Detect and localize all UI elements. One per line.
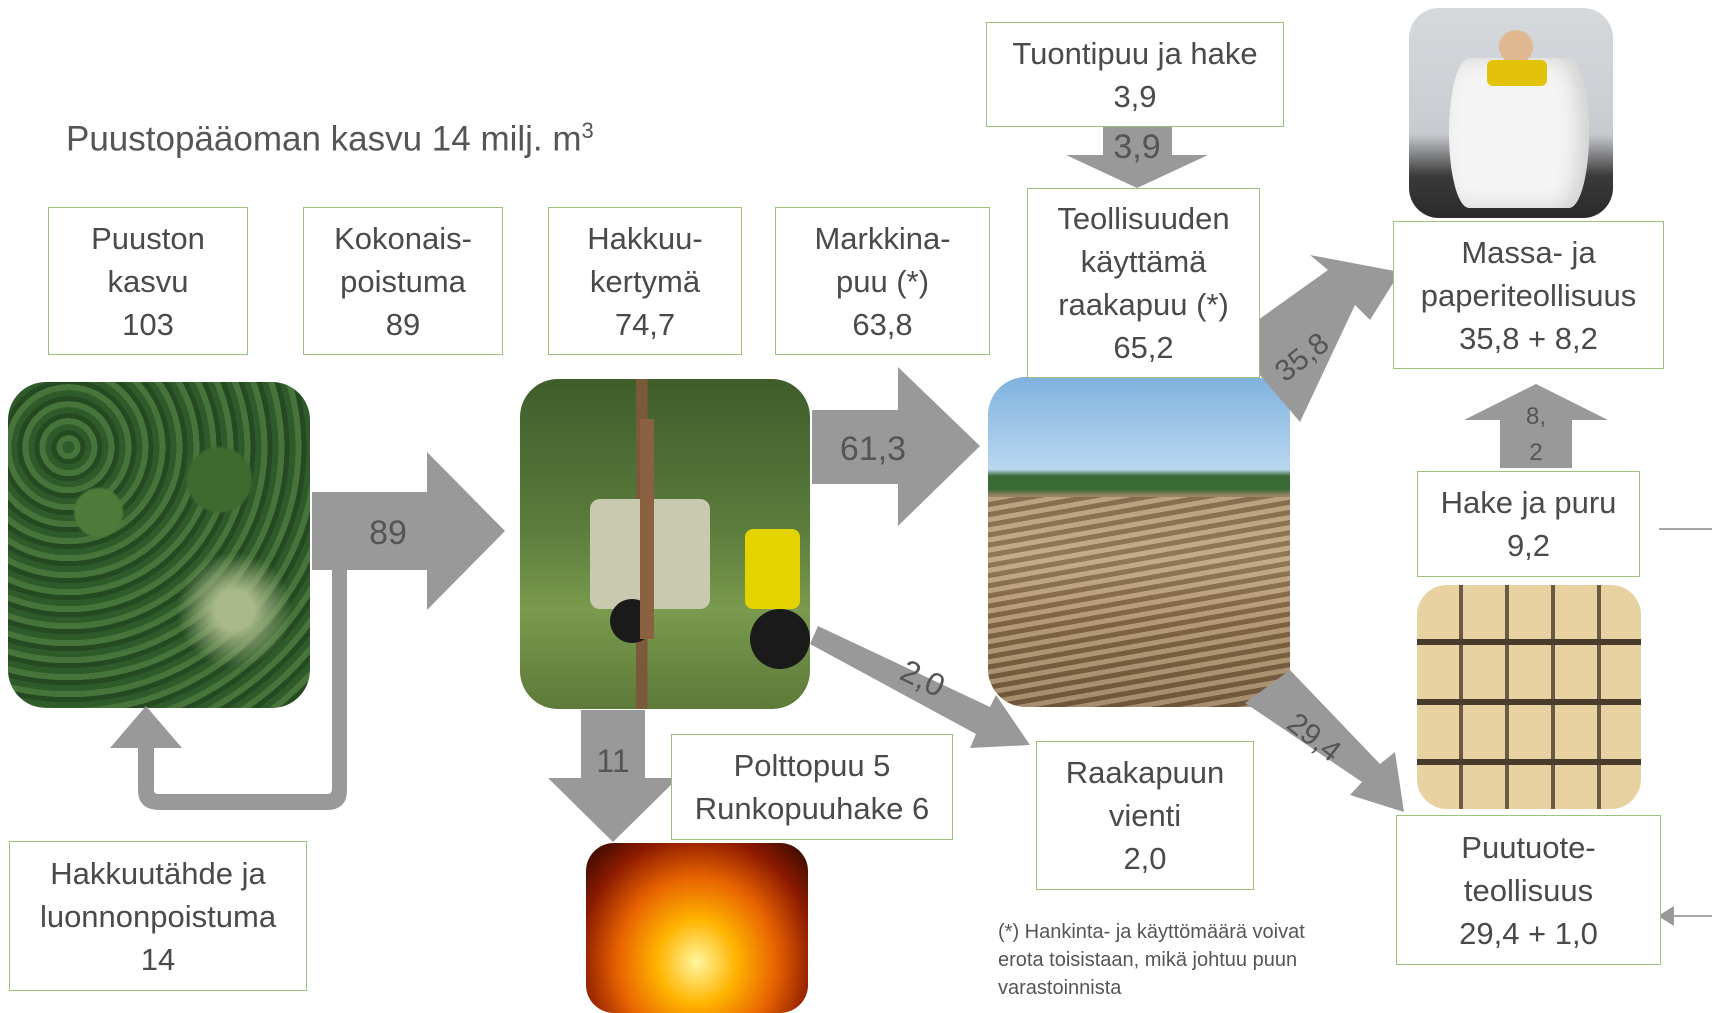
connector-arrowhead xyxy=(1658,906,1674,926)
forest-photo xyxy=(8,382,310,708)
harvester-photo xyxy=(520,379,810,709)
flow-label-11: 11 xyxy=(596,743,629,779)
log-yard-photo xyxy=(988,377,1290,707)
diagram-title: Puustopääoman kasvu 14 milj. m3 xyxy=(66,118,594,159)
flow-label-3-9: 3,9 xyxy=(1113,128,1160,166)
fire-photo xyxy=(586,843,808,1013)
flow-return-arrow xyxy=(110,560,347,810)
box-markkinapuu: Markkina-puu (*)63,8 xyxy=(775,207,990,355)
flow-arrow-2-0 xyxy=(810,626,1030,748)
flow-arrow-8-2 xyxy=(1464,384,1608,468)
flow-label-89: 89 xyxy=(369,514,407,552)
flow-arrow-61-3 xyxy=(812,367,980,526)
flow-arrow-29-4 xyxy=(1245,670,1404,812)
flow-arrow-11 xyxy=(548,710,678,842)
flow-arrow-35-8 xyxy=(1230,255,1400,422)
paper-roll-photo xyxy=(1409,8,1613,218)
flow-arrow-89 xyxy=(312,452,505,610)
flow-label-61-3: 61,3 xyxy=(840,430,906,468)
flow-label-8-2-b: 2 xyxy=(1529,439,1542,466)
sawn-timber-photo xyxy=(1417,585,1641,809)
footnote: (*) Hankinta- ja käyttömäärä voivat erot… xyxy=(998,921,1305,999)
flow-arrow-3-9 xyxy=(1066,126,1208,188)
flow-label-8-2-a: 8, xyxy=(1526,403,1546,430)
